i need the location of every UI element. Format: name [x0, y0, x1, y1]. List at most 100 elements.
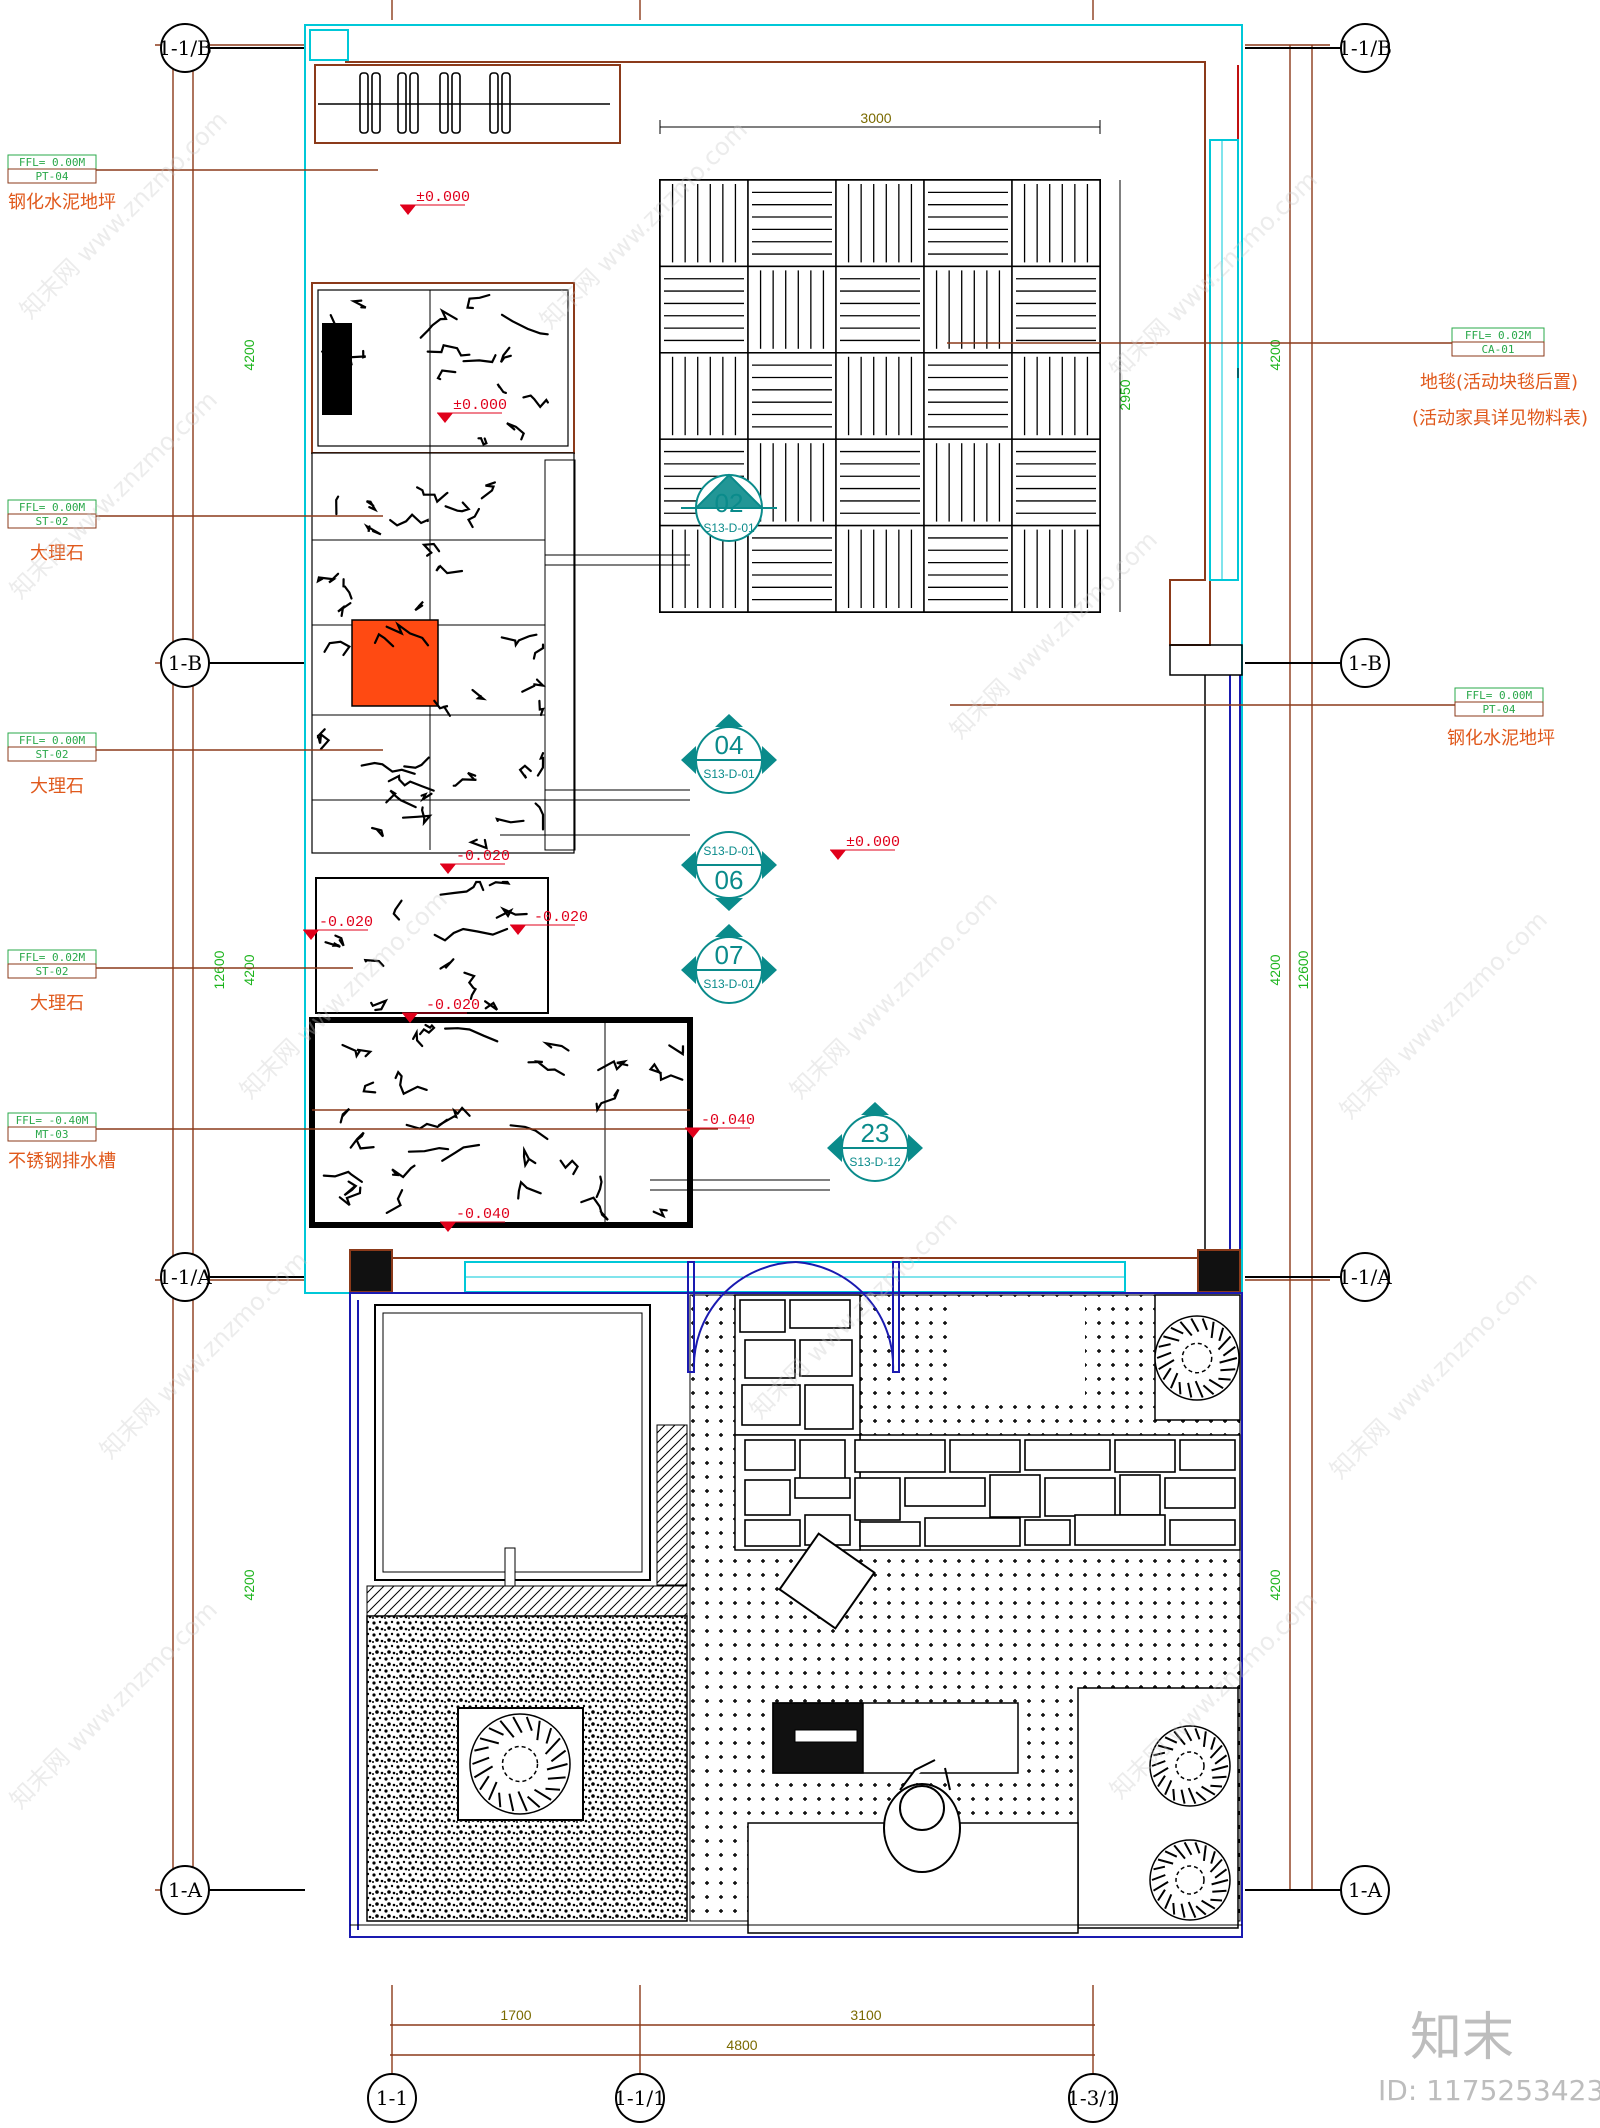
svg-text:-0.040: -0.040: [456, 1206, 510, 1223]
svg-text:ST-02: ST-02: [35, 965, 68, 978]
svg-text:MT-03: MT-03: [35, 1128, 68, 1141]
grid-marker-col-2: 1-1/1: [614, 2073, 666, 2123]
svg-text:±0.000: ±0.000: [416, 189, 470, 206]
material-note: FFL= 0.02M CA-01: [947, 327, 1545, 357]
svg-text:-0.020: -0.020: [534, 909, 588, 926]
grid-markers: 1-1/B 1-1/B 1-B 1-B 1-1/A 1-1/A 1-A 1-A …: [158, 23, 1392, 2123]
svg-text:大理石: 大理石: [30, 776, 84, 797]
section-symbol: S13-D-01 06: [681, 831, 777, 911]
svg-text:PT-04: PT-04: [35, 170, 68, 183]
svg-text:知末网 www.znzmo.com: 知末网 www.znzmo.com: [14, 106, 232, 324]
dim-bottom-left: 1700: [500, 2007, 531, 2023]
svg-text:FFL= 0.00M: FFL= 0.00M: [19, 734, 86, 747]
svg-text:±0.000: ±0.000: [846, 834, 900, 851]
dim-rug-width: 3000: [860, 110, 891, 126]
svg-text:1-B: 1-B: [1348, 651, 1382, 675]
grid-marker-bottom-left: 1-A: [160, 1865, 305, 1915]
marble-wall: [309, 282, 693, 1228]
svg-text:ST-02: ST-02: [35, 748, 68, 761]
material-note: FFL= -0.40M MT-03 不锈钢排水槽: [7, 1112, 718, 1172]
svg-text:大理石: 大理石: [30, 543, 84, 564]
svg-text:1-1/A: 1-1/A: [158, 1265, 212, 1289]
grid-marker-mid-left: 1-B: [160, 638, 305, 688]
section-symbol: 04 S13-D-01: [681, 714, 777, 794]
svg-text:FFL= 0.02M: FFL= 0.02M: [1465, 329, 1532, 342]
svg-text:ST-02: ST-02: [35, 515, 68, 528]
svg-text:1-A: 1-A: [1348, 1878, 1382, 1902]
note-carpet: 地毯(活动块毯后置): [1420, 372, 1578, 393]
svg-text:知末网 www.znzmo.com: 知末网 www.znzmo.com: [4, 386, 222, 604]
level-marks: ±0.000 ±0.000 ±0.000 -0.020 -0.020 -0.02…: [303, 189, 900, 1232]
svg-text:FFL= 0.00M: FFL= 0.00M: [19, 156, 86, 169]
svg-text:-0.020: -0.020: [426, 997, 480, 1014]
dim-right-upper: 4200: [1267, 339, 1283, 370]
svg-text:1-3/1: 1-3/1: [1067, 2086, 1119, 2110]
svg-text:知末网 www.znzmo.com: 知末网 www.znzmo.com: [784, 886, 1002, 1104]
section-symbol: 07 S13-D-01: [681, 924, 777, 1004]
svg-text:1-1/B: 1-1/B: [158, 36, 212, 60]
lower-area: [349, 1249, 1243, 1938]
lounge-chair: [778, 1532, 876, 1630]
svg-text:钢化水泥地坪: 钢化水泥地坪: [8, 192, 116, 213]
note-furniture: (活动家具详见物料表): [1412, 408, 1588, 429]
dim-right-middle-a: 4200: [1267, 954, 1283, 985]
svg-text:S13-D-01: S13-D-01: [703, 521, 755, 535]
grid-marker-bottom-right: 1-A: [1245, 1865, 1390, 1915]
svg-text:CA-01: CA-01: [1481, 343, 1514, 356]
svg-text:S13-D-01: S13-D-01: [703, 844, 755, 858]
svg-text:FFL= -0.40M: FFL= -0.40M: [16, 1114, 89, 1127]
svg-text:PT-04: PT-04: [1482, 703, 1515, 716]
svg-text:FFL= 0.00M: FFL= 0.00M: [19, 501, 86, 514]
orange-cabinet: [351, 619, 439, 707]
dimension-texts: 3000 2950 1700 3100 4800 4200 12600 4200…: [211, 110, 1311, 2053]
svg-text:知末网 www.znzmo.com: 知末网 www.znzmo.com: [1334, 906, 1552, 1124]
grid-marker-top-left: 1-1/B: [158, 23, 305, 73]
dim-left-lower: 4200: [241, 1569, 257, 1600]
wardrobe: [314, 64, 621, 144]
person-figure: [883, 1759, 961, 1873]
svg-text:06: 06: [715, 865, 744, 895]
dim-right-lower: 4200: [1267, 1569, 1283, 1600]
svg-text:1-1: 1-1: [376, 2086, 408, 2110]
grid-marker-col-3: 1-3/1: [1067, 2073, 1119, 2123]
rug: [659, 120, 1121, 613]
grid-marker-col-1: 1-1: [367, 2073, 417, 2123]
svg-text:07: 07: [715, 940, 744, 970]
dim-bottom-total: 4800: [726, 2037, 757, 2053]
grid-marker-top-right: 1-1/B: [1245, 23, 1392, 73]
svg-text:大理石: 大理石: [30, 993, 84, 1014]
svg-text:-0.020: -0.020: [319, 914, 373, 931]
svg-text:23: 23: [861, 1118, 890, 1148]
dim-rug-height: 2950: [1117, 379, 1133, 410]
image-id: ID: 1175253423: [1378, 2074, 1600, 2107]
grid-marker-low-left: 1-1/A: [158, 1252, 305, 1302]
svg-text:S13-D-01: S13-D-01: [703, 977, 755, 991]
grid-marker-low-right: 1-1/A: [1245, 1252, 1392, 1302]
double-door: [687, 1261, 900, 1373]
svg-text:S13-D-12: S13-D-12: [849, 1155, 901, 1169]
svg-text:1-A: 1-A: [168, 1878, 202, 1902]
material-notes-right: FFL= 0.02M CA-01 地毯(活动块毯后置) (活动家具详见物料表) …: [947, 327, 1588, 749]
svg-text:04: 04: [715, 730, 744, 760]
material-notes-left: FFL= 0.00M PT-04 钢化水泥地坪 FFL= 0.00M ST-02…: [7, 154, 718, 1172]
dim-bottom-right: 3100: [850, 2007, 881, 2023]
dim-left-middle-b: 4200: [241, 954, 257, 985]
brand-logo: 知末: [1410, 2008, 1514, 2068]
material-note: FFL= 0.00M PT-04 钢化水泥地坪: [950, 687, 1555, 749]
svg-text:知末网 www.znzmo.com: 知末网 www.znzmo.com: [4, 1596, 222, 1814]
svg-text:02: 02: [715, 488, 744, 518]
svg-text:1-1/1: 1-1/1: [614, 2086, 666, 2110]
leader-lines: [500, 554, 830, 1191]
svg-text:-0.040: -0.040: [701, 1112, 755, 1129]
material-note: FFL= 0.02M ST-02 大理石: [7, 949, 353, 1014]
svg-text:FFL= 0.00M: FFL= 0.00M: [1466, 689, 1533, 702]
material-note: FFL= 0.00M ST-02 大理石: [7, 732, 383, 797]
svg-text:不锈钢排水槽: 不锈钢排水槽: [8, 1151, 116, 1172]
material-note: FFL= 0.00M PT-04 钢化水泥地坪: [7, 154, 378, 213]
dim-left-middle-a: 12600: [211, 950, 227, 989]
section-symbols: 02 S13-D-01 04 S13-D-01 S13-D-01 06 07 S…: [681, 473, 923, 1182]
svg-text:1-B: 1-B: [168, 651, 202, 675]
svg-text:±0.000: ±0.000: [453, 397, 507, 414]
svg-text:S13-D-01: S13-D-01: [703, 767, 755, 781]
